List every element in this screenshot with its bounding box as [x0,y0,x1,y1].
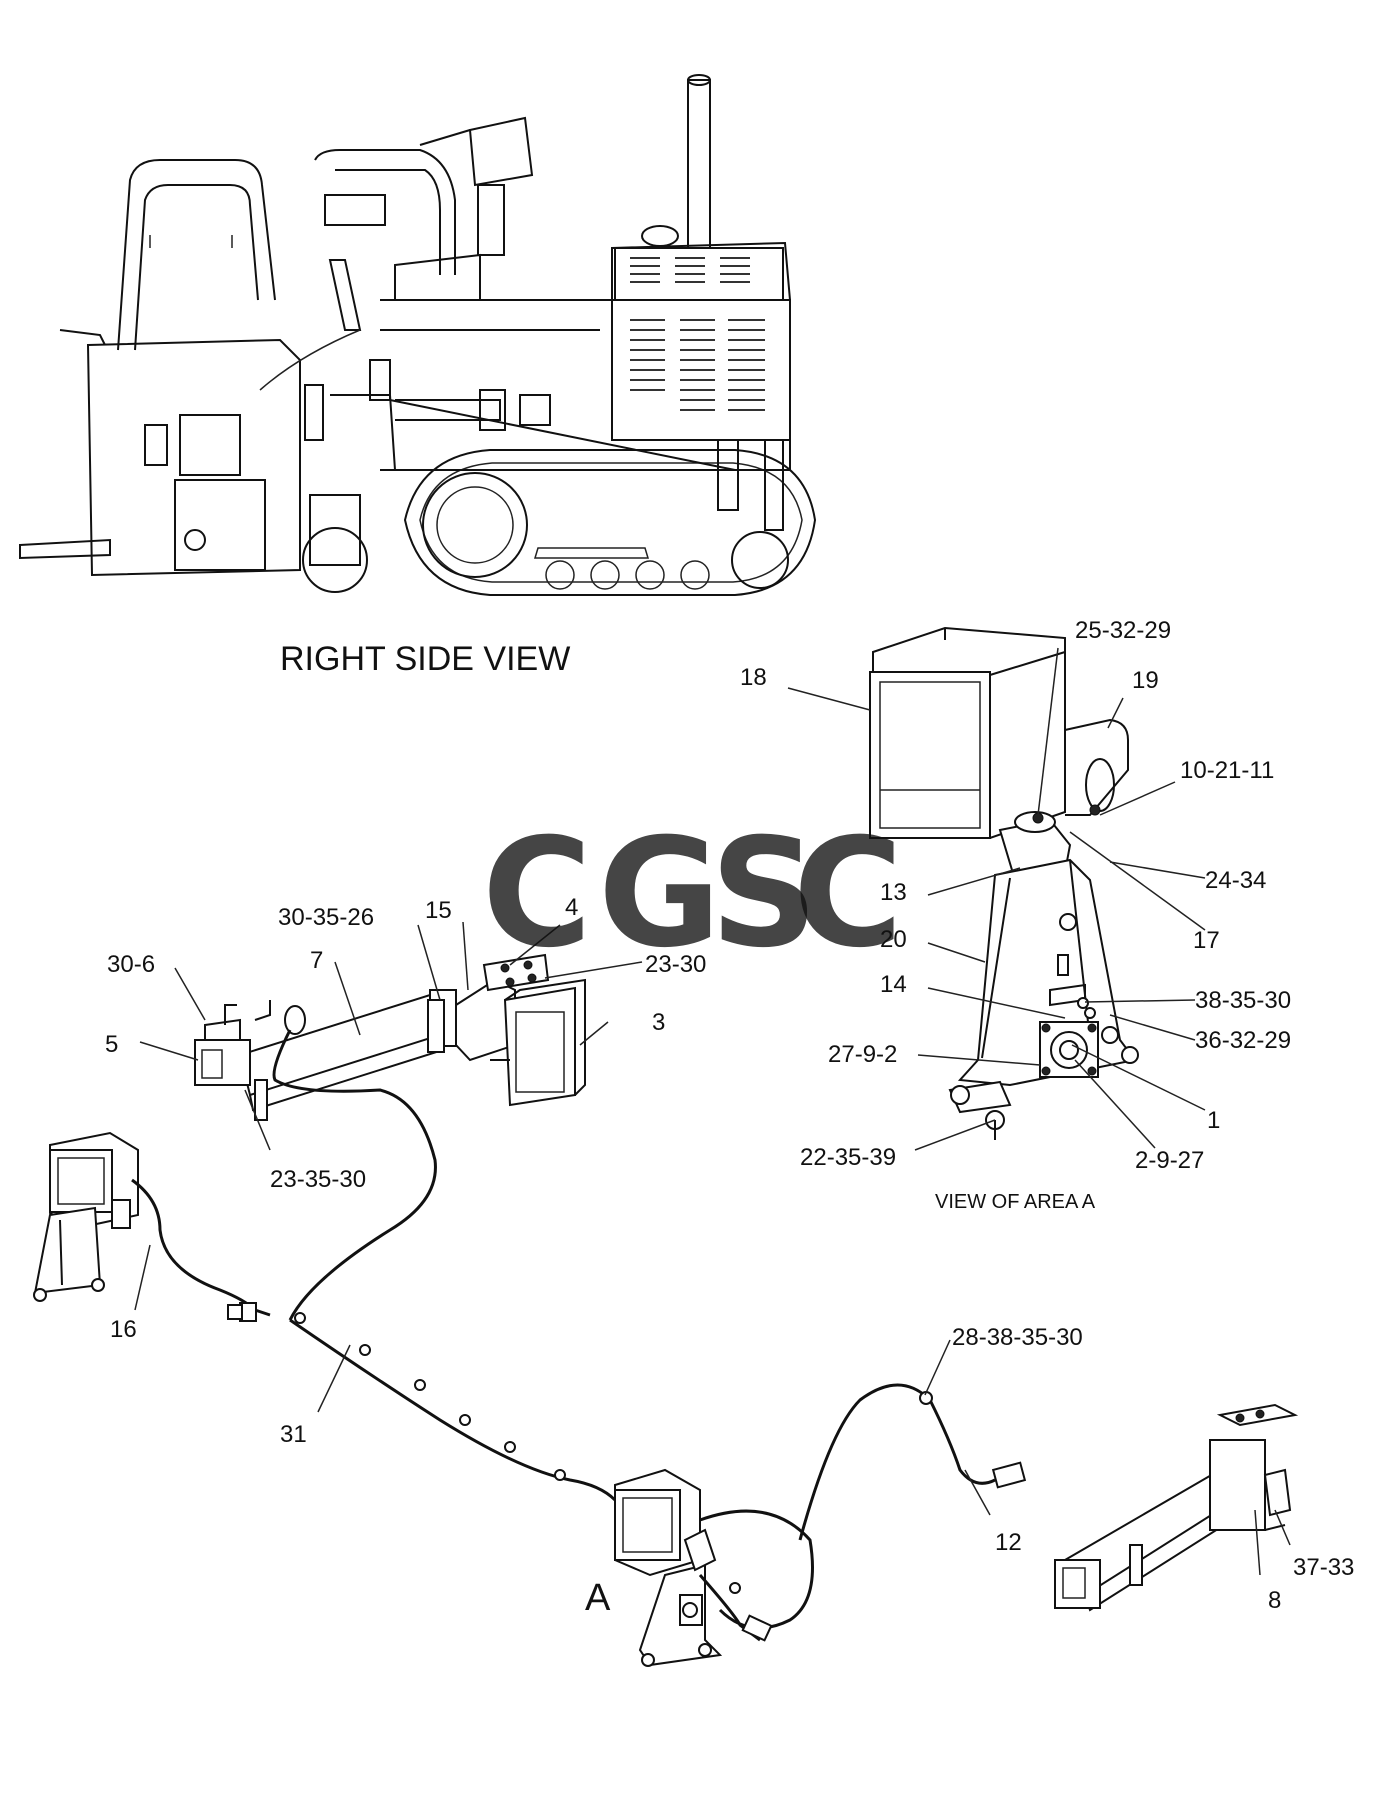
lower-leader-lines [134,921,1291,1576]
machine-side-view [19,74,817,596]
callout-3: 3 [652,1009,665,1036]
callout-5: 5 [105,1031,118,1058]
callout-12: 12 [995,1529,1022,1556]
callout-19: 19 [1132,667,1159,694]
callout-23-35-30: 23-35-30 [270,1166,366,1193]
callout-28-38-35-30: 28-38-35-30 [952,1324,1083,1351]
watermark-letter-4: C [793,807,903,981]
watermark-letter-1: C [482,807,592,981]
callout-1: 1 [1207,1107,1220,1134]
bracket-assembly-right [1054,1403,1299,1612]
callout-30-6: 30-6 [107,951,155,978]
callout-30-35-26: 30-35-26 [278,904,374,931]
callout-13: 13 [880,879,907,906]
callout-4: 4 [565,894,578,921]
callout-27-9-2: 27-9-2 [828,1041,897,1068]
callout-16: 16 [110,1316,137,1343]
watermark-letter-3: S [710,807,818,981]
callout-18: 18 [740,664,767,691]
callout-38-35-30: 38-35-30 [1195,987,1291,1014]
callout-2-9-27: 2-9-27 [1135,1147,1204,1174]
area-a-marker: A [585,1577,611,1619]
sensor-left [33,1131,139,1302]
bracket-assembly [194,953,586,1121]
callout-23-30: 23-30 [645,951,706,978]
callout-17: 17 [1193,927,1220,954]
cables [131,1029,1027,1642]
callout-22-35-39: 22-35-39 [800,1144,896,1171]
callout-24-34: 24-34 [1205,867,1266,894]
callout-14: 14 [880,971,907,998]
callout-31: 31 [280,1421,307,1448]
area-a-detail [869,626,1139,1140]
callout-15: 15 [425,897,452,924]
callout-8: 8 [1268,1587,1281,1614]
callout-20: 20 [880,926,907,953]
callout-7: 7 [310,947,323,974]
watermark-letter-2: G [598,807,721,981]
sensor-area-a [614,1468,723,1667]
detail-leader-lines [787,647,1206,1151]
callout-labels: 25-32-29 18 19 10-21-11 24-34 13 17 20 1… [105,617,1354,1614]
right-side-view-title: RIGHT SIDE VIEW [280,640,570,678]
callout-25-32-29: 25-32-29 [1075,617,1171,644]
callout-37-33: 37-33 [1293,1554,1354,1581]
cgsc-watermark: C G S C [482,807,903,981]
callout-36-32-29: 36-32-29 [1195,1027,1291,1054]
view-of-area-a-title: VIEW OF AREA A [935,1191,1096,1213]
callout-10-21-11: 10-21-11 [1180,757,1274,784]
